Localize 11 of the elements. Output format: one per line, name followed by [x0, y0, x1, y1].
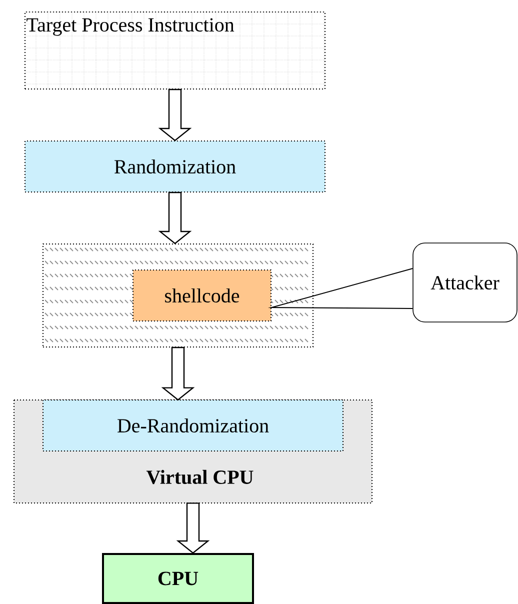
block-arrow	[158, 192, 192, 244]
block-arrow	[176, 502, 210, 554]
process-box: shellcode	[132, 270, 272, 322]
block-arrow	[158, 88, 192, 142]
process-box: Target Process Instruction	[24, 12, 326, 90]
callout-bubble: Attacker	[412, 242, 518, 322]
block-arrow	[161, 346, 195, 401]
container-box: De-Randomization Virtual CPU	[14, 400, 372, 504]
process-box: CPU	[102, 553, 254, 604]
callout-tail	[268, 268, 414, 309]
process-box: Randomization	[24, 140, 326, 192]
